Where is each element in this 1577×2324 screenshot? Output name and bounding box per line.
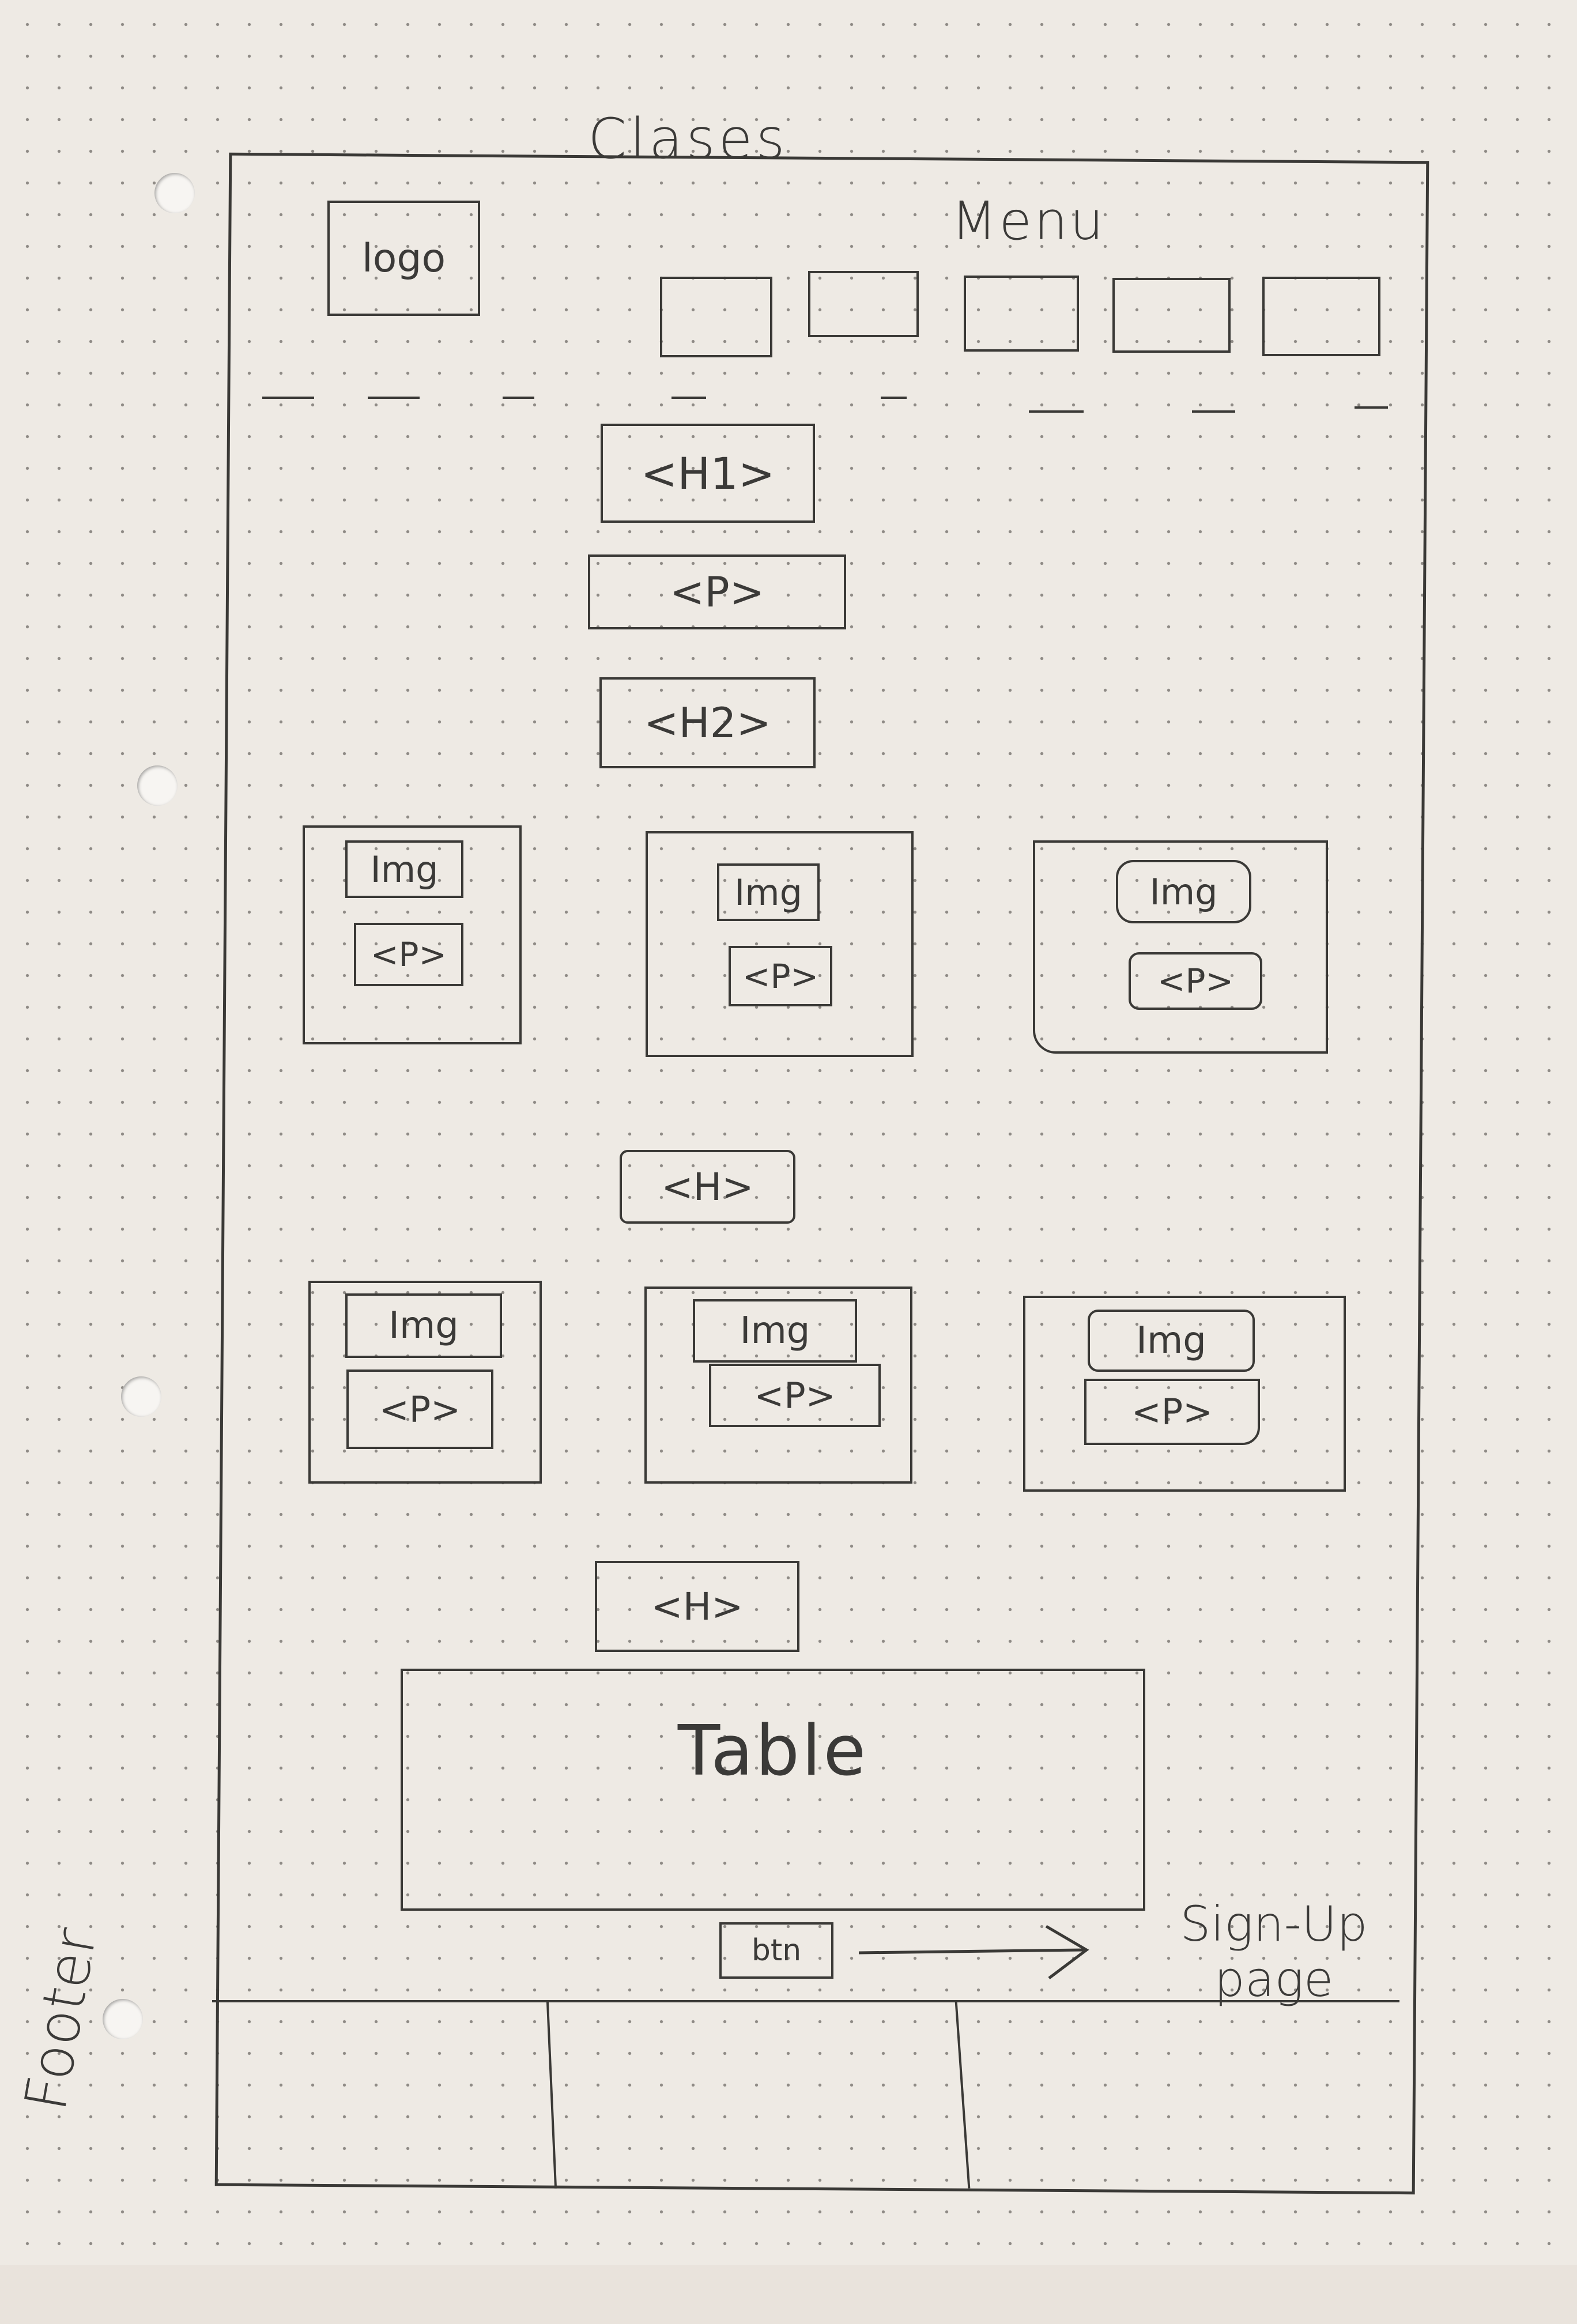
card-paragraph-label: <P> [1157,961,1234,1001]
card-image-placeholder: Img [1116,860,1251,923]
card: Img <P> [1023,1296,1346,1492]
card-paragraph-label: <P> [379,1388,461,1431]
card-image-placeholder: Img [345,840,463,898]
card: Img <P> [303,825,522,1044]
page-title: Clases [588,107,788,171]
card-image-label: Img [1136,1319,1206,1362]
card-image-label: Img [740,1310,810,1352]
menu-item-box[interactable] [964,276,1079,352]
header-divider [881,397,907,399]
card-paragraph-label: <P> [742,956,819,996]
card-paragraph-placeholder: <P> [1129,952,1262,1010]
section-heading-label: <H> [661,1164,754,1209]
signup-button-label: btn [751,1933,802,1968]
header-divider [1029,410,1084,413]
card-paragraph-label: <P> [370,935,447,974]
menu-item-box[interactable] [660,277,772,357]
card-paragraph-placeholder: <P> [729,946,832,1006]
punch-hole [121,1376,161,1417]
header-divider [368,397,420,399]
card-paragraph-label: <P> [1131,1391,1213,1433]
menu-item-box[interactable] [1262,277,1380,356]
card-image-label: Img [1149,870,1218,913]
card: Img <P> [308,1281,542,1484]
card-image-placeholder: Img [345,1293,502,1358]
card-paragraph-placeholder: <P> [709,1364,881,1427]
card: Img <P> [1033,840,1328,1054]
header-divider [671,397,706,399]
card-paragraph-placeholder: <P> [346,1369,493,1449]
menu-label: Menu [951,190,1106,252]
paragraph-label: <P> [669,568,765,616]
header-divider [1192,410,1235,413]
header-divider [503,397,534,399]
footer-separator [212,2000,1399,2002]
h1-label: <H1> [640,447,775,499]
signup-button[interactable]: btn [719,1922,833,1979]
card-paragraph-placeholder: <P> [1084,1379,1260,1445]
card-image-placeholder: Img [717,863,820,921]
notebook-paper [0,0,1577,2265]
h2-label: <H2> [644,699,771,747]
section-heading-placeholder: <H> [620,1150,795,1224]
menu-item-box[interactable] [808,271,919,337]
card: Img <P> [646,831,914,1057]
punch-hole [154,173,195,213]
menu-item-box[interactable] [1112,278,1231,353]
paragraph-placeholder: <P> [588,554,846,629]
h1-placeholder: <H1> [601,424,815,523]
section-heading-label: <H> [651,1584,744,1629]
card-paragraph-placeholder: <P> [354,923,463,986]
h2-placeholder: <H2> [599,677,816,768]
card-image-placeholder: Img [1088,1310,1255,1372]
table-placeholder: Table [401,1669,1145,1911]
signup-page-note: Sign-Up page [1180,1896,1368,2008]
section-heading-placeholder: <H> [595,1561,799,1652]
punch-hole [137,765,178,806]
logo-placeholder: logo [327,201,480,316]
card-image-label: Img [370,848,439,891]
card: Img <P> [644,1286,912,1484]
header-divider [262,397,314,399]
card-image-label: Img [734,871,803,914]
card-paragraph-label: <P> [754,1374,836,1417]
card-image-label: Img [388,1304,459,1347]
logo-label: logo [361,235,446,281]
card-image-placeholder: Img [693,1299,857,1363]
punch-hole [103,1999,143,2039]
header-divider [1355,406,1388,409]
table-label: Table [677,1711,869,1791]
